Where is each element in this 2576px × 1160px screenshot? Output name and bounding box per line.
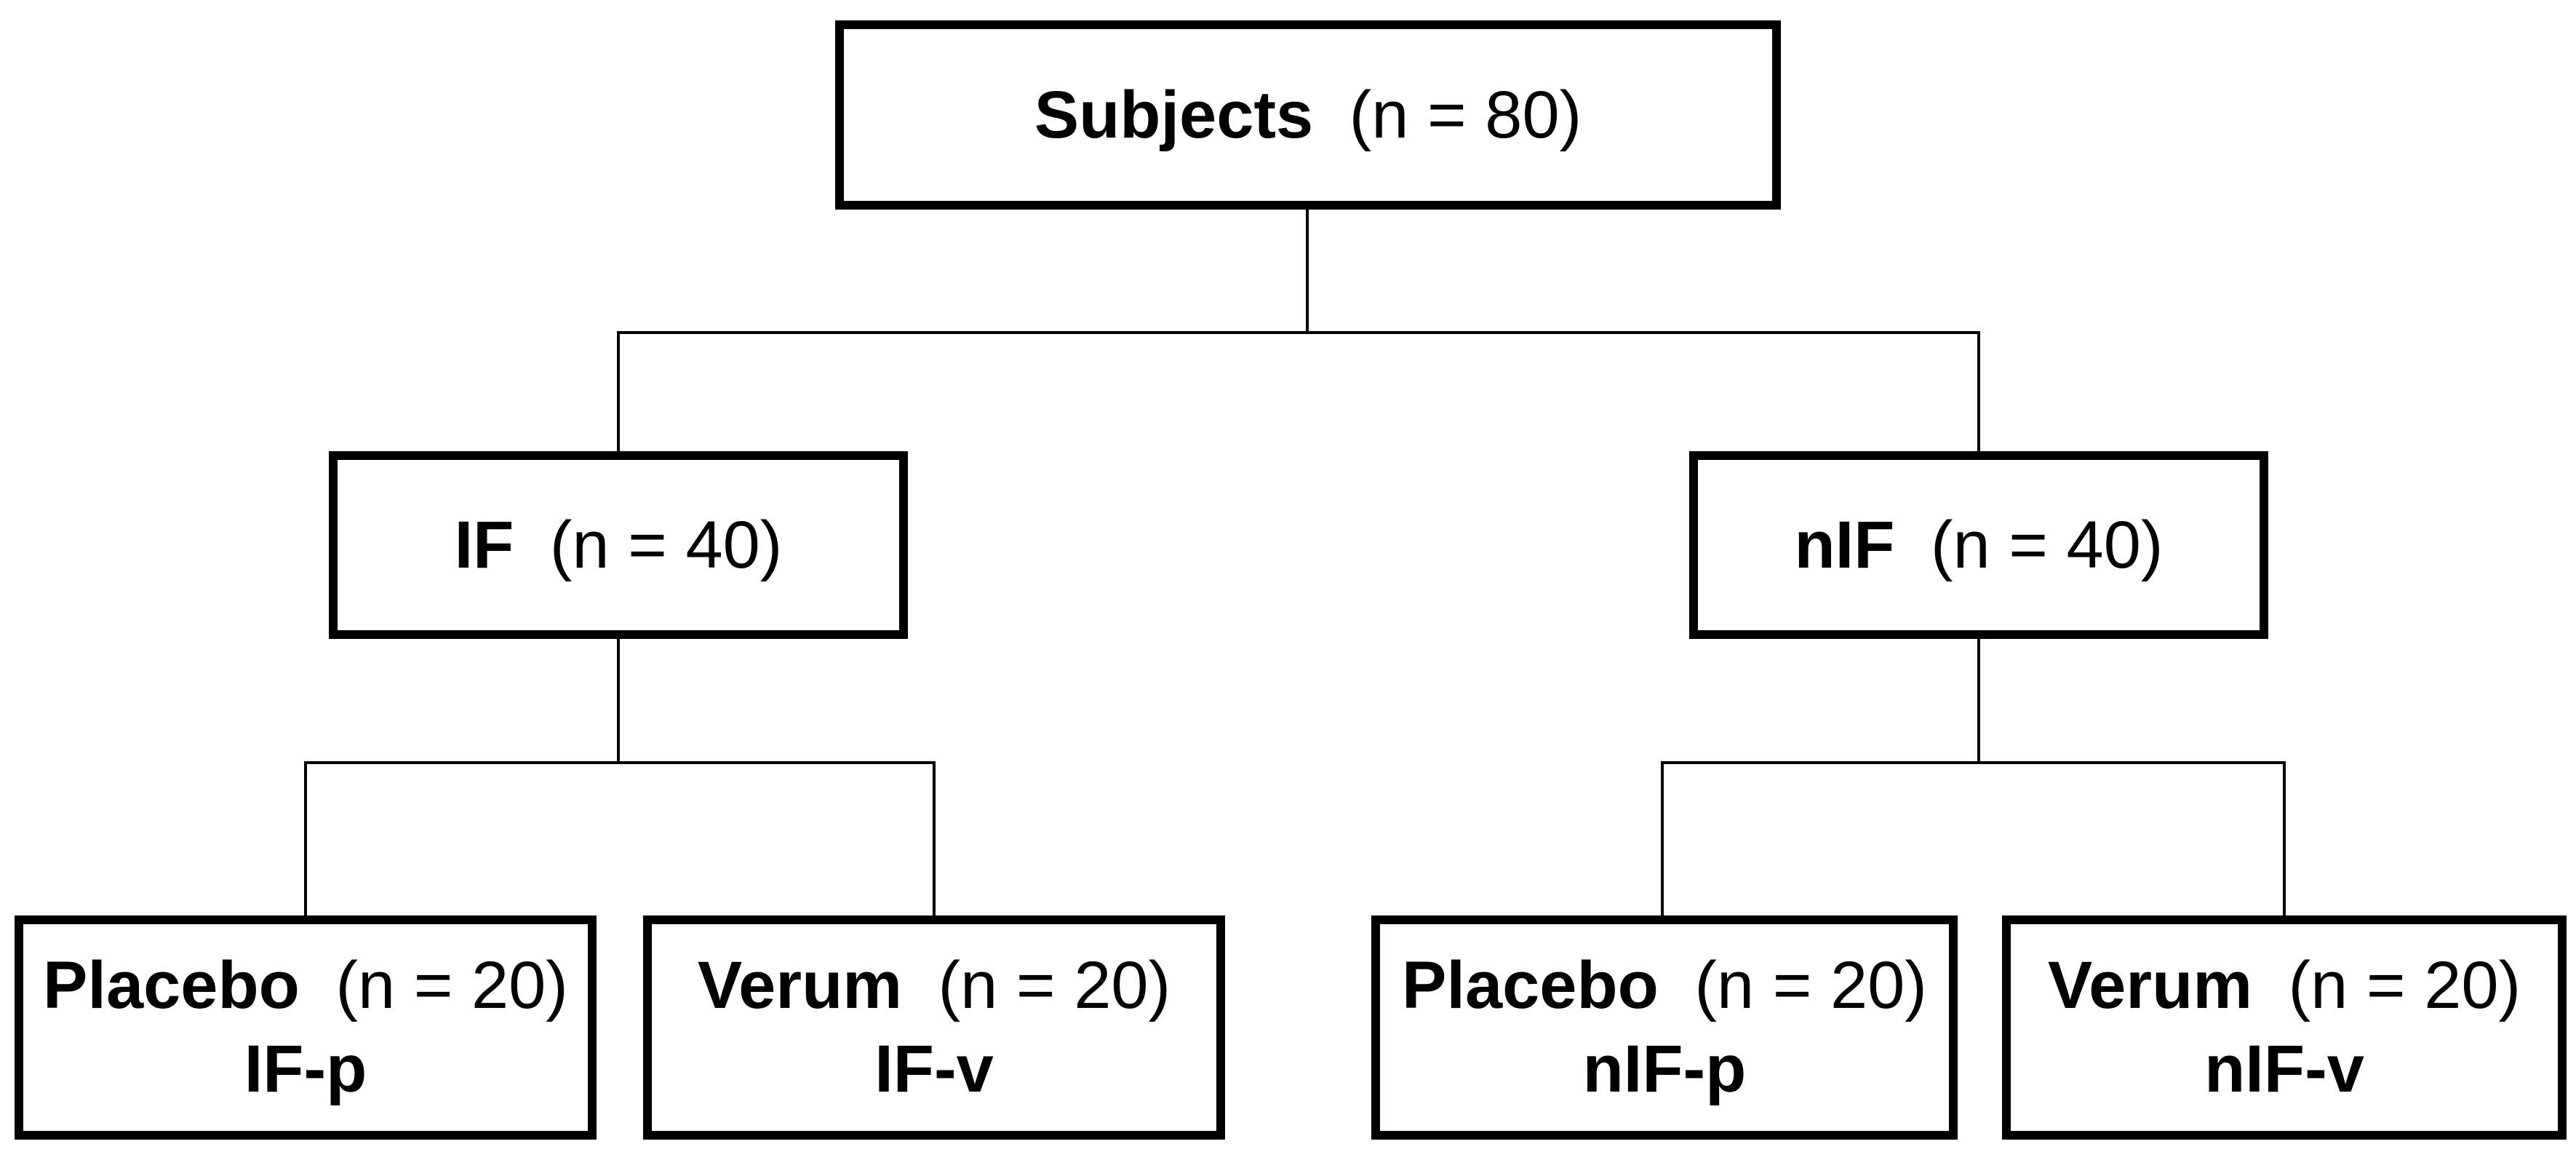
node-if-placebo-name: Placebo	[43, 948, 300, 1022]
node-nif-verum-code: nIF-v	[2204, 1032, 2364, 1106]
connector-root-stem	[1306, 210, 1309, 333]
connector-nif-stem	[1977, 639, 1980, 763]
node-subjects-label: Subjects (n = 80)	[1034, 74, 1582, 157]
connector-drop-to-if	[617, 331, 620, 451]
connector-if-stem	[617, 639, 620, 763]
node-if-verum: Verum (n = 20) IF-v	[643, 915, 1225, 1140]
node-nif-placebo-count: (n = 20)	[1694, 948, 1927, 1022]
node-nif-verum-count: (n = 20)	[2288, 948, 2521, 1022]
node-if-verum-label: Verum (n = 20)	[698, 944, 1171, 1028]
node-nif: nIF (n = 40)	[1689, 451, 2268, 639]
node-nif-placebo-name: Placebo	[1402, 948, 1659, 1022]
node-nif-placebo-code: nIF-p	[1582, 1032, 1747, 1106]
connector-drop-to-nif-v	[2283, 761, 2286, 915]
connector-drop-to-if-v	[933, 761, 936, 915]
node-nif-verum-label: Verum (n = 20)	[2048, 944, 2521, 1028]
node-nif-count: (n = 40)	[1930, 507, 2164, 582]
connector-drop-to-if-p	[304, 761, 307, 915]
node-if-placebo: Placebo (n = 20) IF-p	[15, 915, 597, 1140]
node-if-count: (n = 40)	[549, 507, 783, 582]
node-if-placebo-count: (n = 20)	[335, 948, 568, 1022]
node-nif-label: nIF (n = 40)	[1794, 504, 2163, 587]
node-subjects-count: (n = 80)	[1349, 77, 1582, 152]
node-subjects-name: Subjects	[1034, 77, 1314, 152]
node-if-verum-count: (n = 20)	[938, 948, 1171, 1022]
connector-drop-to-nif-p	[1661, 761, 1664, 915]
node-nif-placebo-label: Placebo (n = 20)	[1402, 944, 1927, 1028]
connector-nif-children-horizontal	[1661, 761, 2286, 764]
node-nif-verum-name: Verum	[2047, 948, 2253, 1022]
node-if-label: IF (n = 40)	[455, 504, 783, 587]
node-nif-placebo: Placebo (n = 20) nIF-p	[1371, 915, 1958, 1140]
connector-level1-horizontal	[617, 331, 1980, 334]
node-if-placebo-label: Placebo (n = 20)	[43, 944, 568, 1028]
node-if-verum-name: Verum	[697, 948, 903, 1022]
node-if-name: IF	[454, 507, 514, 582]
node-nif-name: nIF	[1794, 507, 1895, 582]
node-if: IF (n = 40)	[329, 451, 908, 639]
connector-drop-to-nif	[1977, 331, 1980, 451]
connector-if-children-horizontal	[304, 761, 936, 764]
node-subjects: Subjects (n = 80)	[835, 20, 1781, 210]
node-if-placebo-code: IF-p	[244, 1032, 367, 1106]
node-nif-verum: Verum (n = 20) nIF-v	[2002, 915, 2567, 1140]
node-if-verum-code: IF-v	[874, 1032, 994, 1106]
